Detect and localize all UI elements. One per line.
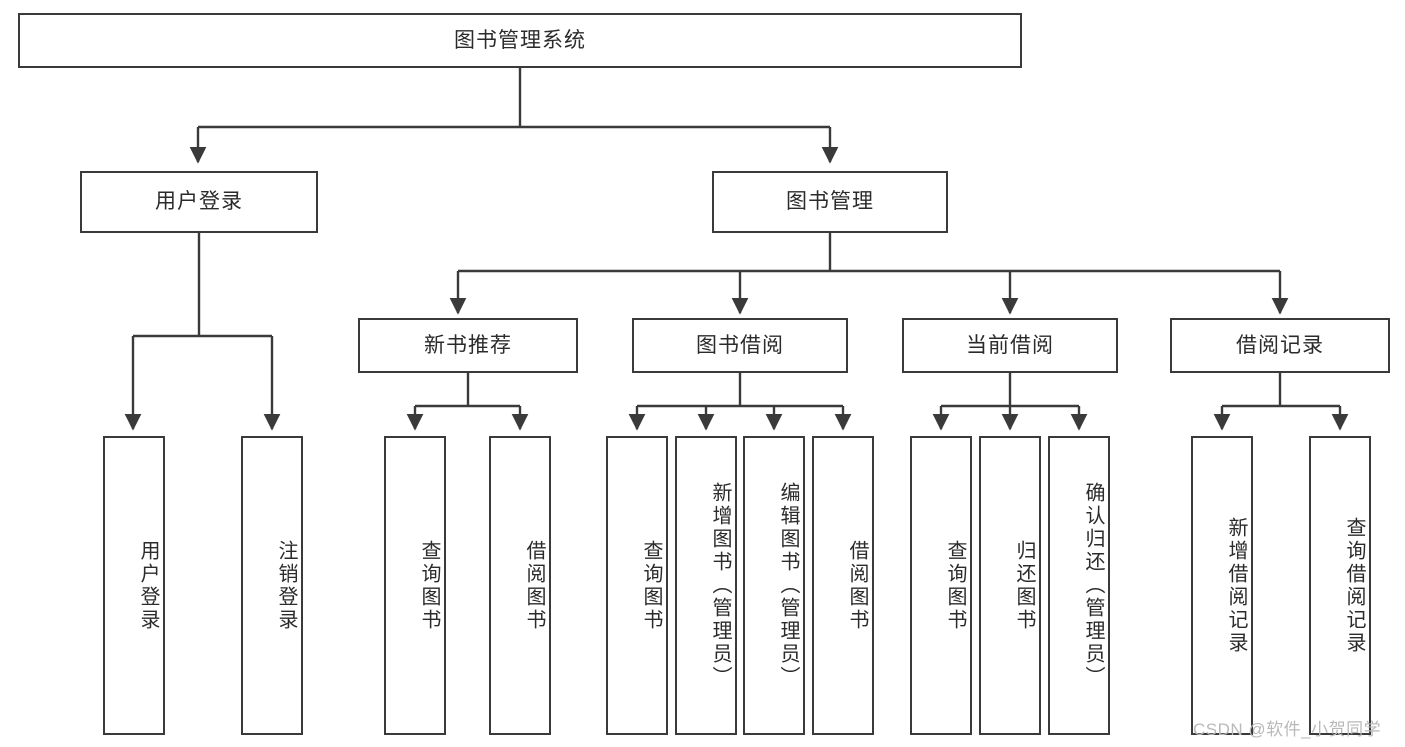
node-label: 图书管理系统: [454, 28, 586, 52]
node-label: 图书管理: [786, 190, 874, 214]
node-label: 新增图书（管理员）: [709, 482, 731, 689]
node-book-management[interactable]: 图书管理: [712, 171, 948, 233]
leaf-recommend-query-book[interactable]: 查询图书: [384, 436, 446, 735]
node-label: 编辑图书（管理员）: [777, 482, 799, 689]
leaf-user-logout[interactable]: 注销登录: [241, 436, 303, 735]
node-borrow-record[interactable]: 借阅记录: [1170, 318, 1390, 373]
node-label: 用户登录: [155, 190, 243, 214]
node-new-book-recommend[interactable]: 新书推荐: [358, 318, 578, 373]
leaf-current-return-book[interactable]: 归还图书: [979, 436, 1041, 735]
leaf-user-login[interactable]: 用户登录: [103, 436, 165, 735]
node-current-borrow[interactable]: 当前借阅: [902, 318, 1118, 373]
node-label: 图书借阅: [696, 333, 784, 357]
node-label: 用户登录: [137, 539, 159, 632]
node-user-login[interactable]: 用户登录: [80, 171, 318, 233]
leaf-record-add[interactable]: 新增借阅记录: [1191, 436, 1253, 735]
node-label: 归还图书: [1013, 539, 1035, 632]
node-label: 注销登录: [275, 539, 297, 632]
node-label: 新书推荐: [424, 333, 512, 357]
leaf-borrow-query-book[interactable]: 查询图书: [606, 436, 668, 735]
node-label: 查询借阅记录: [1343, 516, 1365, 655]
node-book-borrow[interactable]: 图书借阅: [632, 318, 848, 373]
leaf-borrow-edit-book[interactable]: 编辑图书（管理员）: [743, 436, 805, 735]
node-label: 当前借阅: [966, 333, 1054, 357]
node-root-system[interactable]: 图书管理系统: [18, 13, 1022, 68]
leaf-record-query[interactable]: 查询借阅记录: [1309, 436, 1371, 735]
node-label: 借阅图书: [846, 539, 868, 632]
node-label: 查询图书: [418, 539, 440, 632]
node-label: 确认归还（管理员）: [1082, 482, 1104, 689]
leaf-current-query-book[interactable]: 查询图书: [910, 436, 972, 735]
node-label: 借阅图书: [523, 539, 545, 632]
csdn-watermark: CSDN @软件_小贺同学: [1193, 720, 1382, 739]
node-label: 新增借阅记录: [1225, 516, 1247, 655]
node-label: 查询图书: [944, 539, 966, 632]
leaf-borrow-add-book[interactable]: 新增图书（管理员）: [675, 436, 737, 735]
leaf-current-confirm-return[interactable]: 确认归还（管理员）: [1048, 436, 1110, 735]
node-label: 借阅记录: [1236, 333, 1324, 357]
leaf-recommend-borrow-book[interactable]: 借阅图书: [489, 436, 551, 735]
leaf-borrow-borrow-book[interactable]: 借阅图书: [812, 436, 874, 735]
node-label: 查询图书: [640, 539, 662, 632]
